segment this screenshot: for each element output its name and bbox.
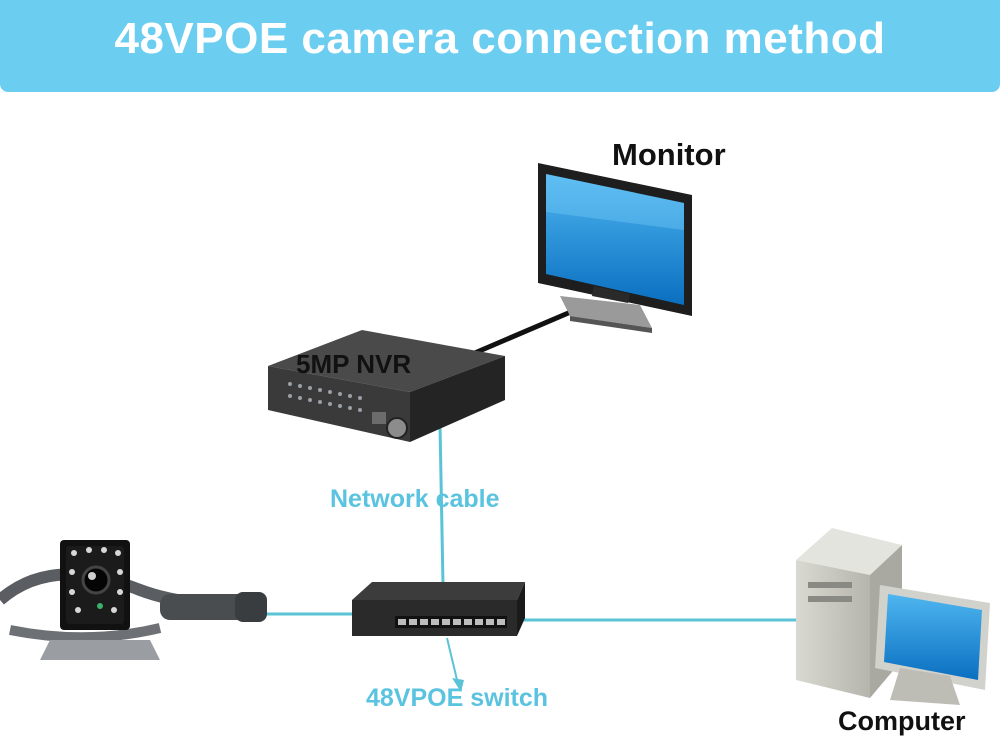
computer-icon [796, 528, 990, 705]
monitor-label: Monitor [612, 137, 726, 172]
switch-label: 48VPOE switch [366, 684, 549, 712]
nvr-monitor-cable [469, 305, 581, 358]
nvr-switch-cable [438, 424, 445, 586]
monitor-icon [538, 163, 692, 333]
camera-icon [0, 540, 267, 660]
page-title: 48VPOE camera connection method [114, 14, 886, 63]
computer-label: Computer [838, 706, 966, 736]
switch-icon [352, 582, 525, 636]
network-cable-label: Network cable [330, 485, 500, 513]
switch-label-arrow [446, 637, 459, 685]
nvr-label: 5MP NVR [296, 349, 412, 379]
title-banner: 48VPOE camera connection method [0, 0, 1000, 92]
nvr-icon [268, 330, 505, 442]
